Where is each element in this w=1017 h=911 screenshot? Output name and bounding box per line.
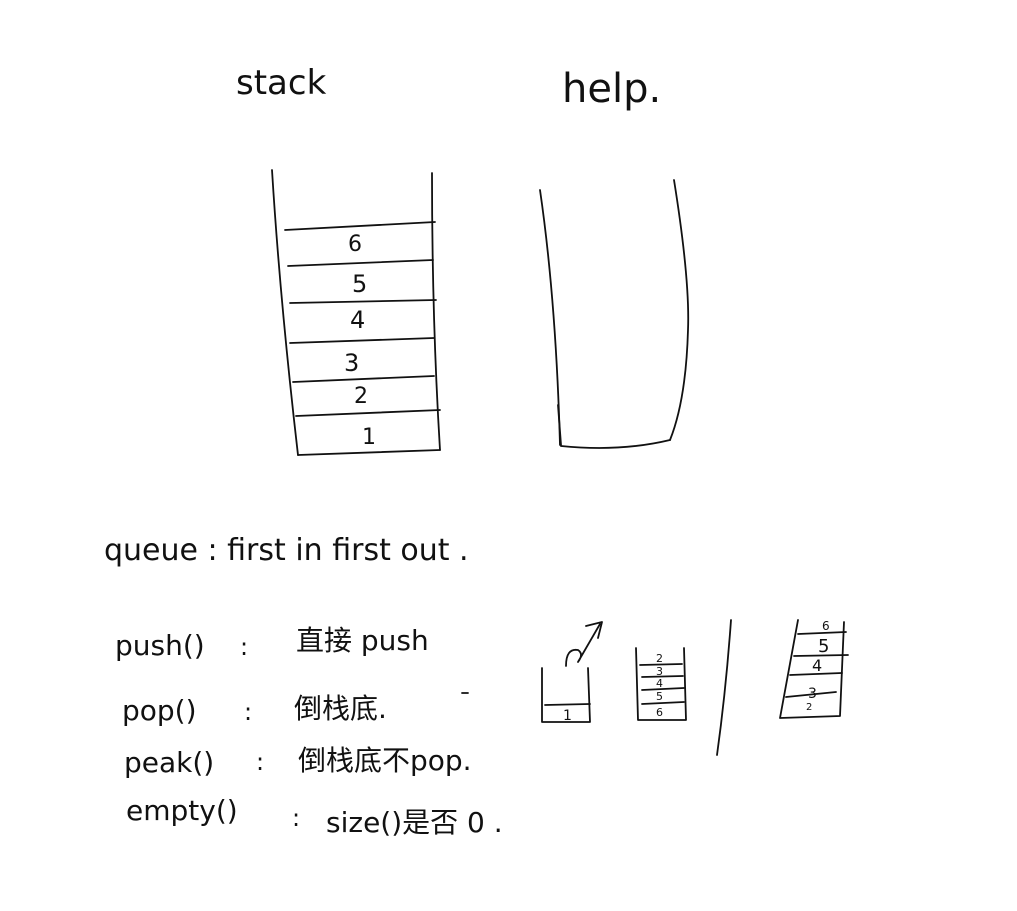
- pop-arrow: [565, 623, 601, 667]
- operation-name: peak(): [124, 746, 214, 779]
- small-stack-label: 3: [656, 665, 663, 678]
- small-stack-label: 6: [822, 619, 830, 633]
- separator-line: [716, 619, 732, 756]
- stack-cell-label: 3: [344, 349, 359, 377]
- small-stack-label: 4: [812, 656, 822, 675]
- stack-cell-label: 6: [348, 232, 362, 257]
- stack-cell-label: 4: [350, 306, 365, 334]
- small-stack-label: 5: [656, 690, 663, 703]
- stack-divider: [292, 375, 435, 383]
- small-stack-label: 2: [806, 702, 812, 713]
- stack-cell-label: 5: [352, 270, 367, 298]
- small-stack-label: 5: [818, 636, 829, 657]
- stack-divider: [287, 259, 434, 267]
- main-stack: 6 5 4 3 2 1: [271, 169, 441, 456]
- arrow-head-icon: [585, 621, 603, 639]
- queue-definition: queue : first in first out .: [104, 533, 469, 568]
- small-stack-three: 6 5 4 3 2: [779, 619, 849, 719]
- operation-desc: 倒栈底不pop.: [298, 744, 472, 777]
- stack-divider: [289, 299, 437, 304]
- small-stack-label: 4: [656, 677, 663, 690]
- stack-divider: [295, 409, 441, 417]
- small-stack-label: 1: [563, 708, 572, 724]
- small-stack-label: 3: [808, 686, 817, 702]
- help-title: help.: [562, 66, 661, 112]
- operation-desc: 倒栈底.: [294, 692, 387, 725]
- operation-desc: 直接 push: [296, 624, 429, 657]
- stack-divider: [284, 221, 436, 231]
- operation-name: push(): [115, 629, 205, 662]
- stack-title: stack: [236, 63, 327, 103]
- small-stack-label: 6: [656, 706, 663, 719]
- stack-cell-label: 1: [362, 425, 376, 450]
- operations-list: push() : 直接 push pop() : 倒栈底. peak() : 倒…: [115, 624, 503, 839]
- operation-sep: :: [256, 748, 264, 776]
- help-stack: [539, 179, 690, 449]
- stack-cell-label: 2: [354, 384, 368, 409]
- small-stack-label: 2: [656, 652, 663, 665]
- operation-sep: :: [244, 698, 252, 726]
- operation-sep: :: [292, 804, 300, 832]
- operation-name: empty(): [126, 794, 238, 827]
- small-stack-two: 2 3 4 5 6: [635, 647, 687, 721]
- operation-desc: size()是否 0 .: [326, 806, 503, 839]
- operation-name: pop(): [122, 694, 197, 727]
- stack-divider: [289, 337, 435, 344]
- operation-sep: :: [240, 633, 248, 661]
- small-stack-one: 1: [541, 621, 603, 724]
